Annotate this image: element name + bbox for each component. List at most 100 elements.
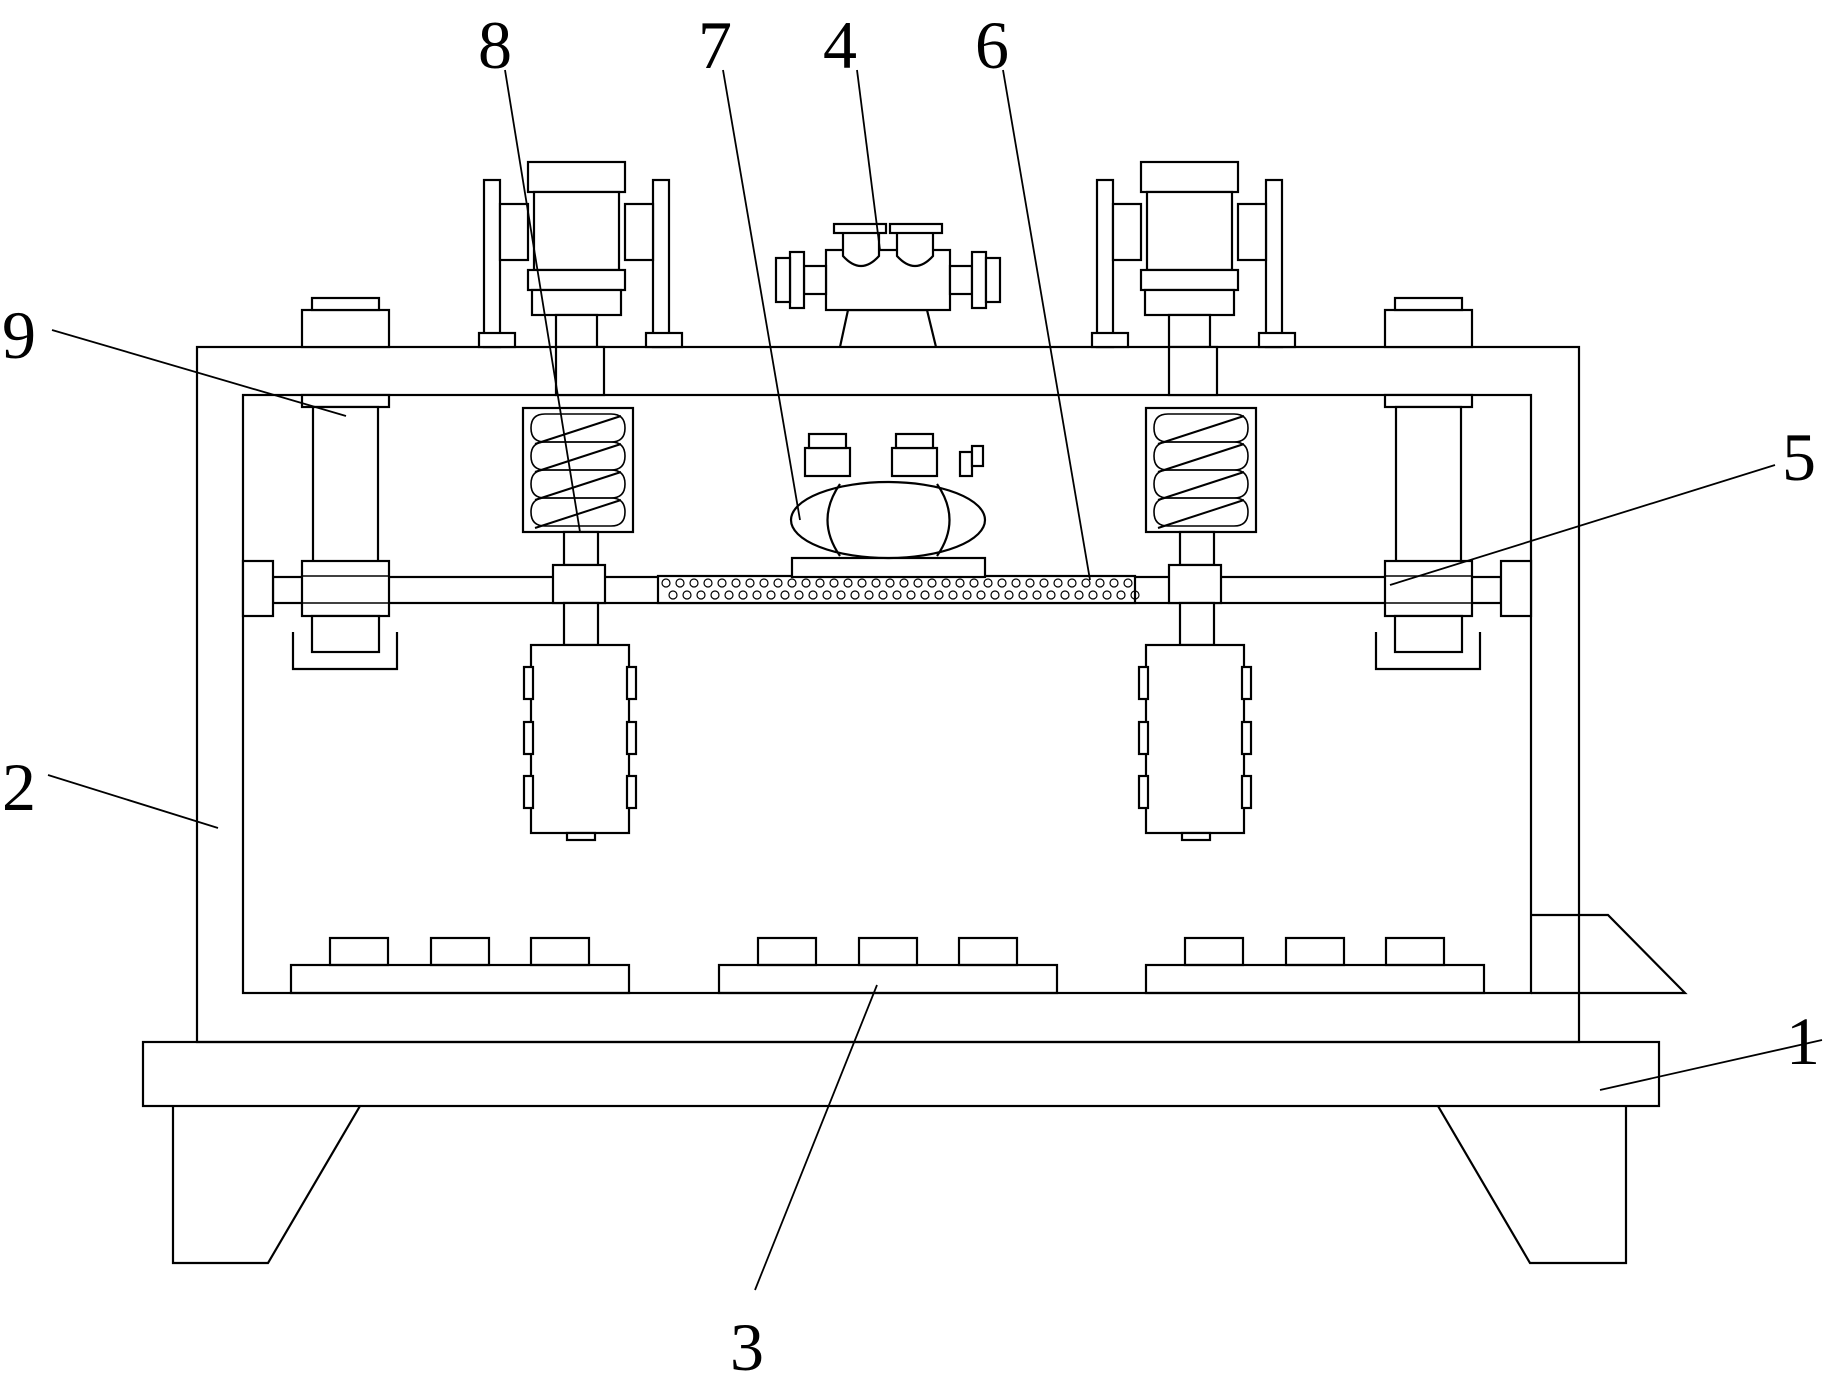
screen-hole [1095,578,1105,588]
base-plate [141,1040,1661,1108]
screen-hole [892,590,902,600]
bottom-block-left [289,936,631,995]
left-motor-assembly [477,160,684,397]
screen-hole [1060,590,1070,600]
spring-coil [1153,469,1249,499]
screen-hole [836,590,846,600]
spring-wire [1157,471,1245,501]
bottom-block-right [1144,936,1486,995]
screen-hole [871,578,881,588]
screen-hole [780,590,790,600]
screen-hole [1046,590,1056,600]
spring-wire [534,443,622,473]
screen-hole [731,578,741,588]
screen-hole [1011,578,1021,588]
screen-hole [724,590,734,600]
screen-hole [675,578,685,588]
spring-coil [530,413,626,443]
callout-4: 4 [823,7,857,83]
screen-hole [759,578,769,588]
screen-hole [1032,590,1042,600]
spring-wire [1157,499,1245,529]
screen-hole [773,578,783,588]
screen-hole [969,578,979,588]
screen-hole [927,578,937,588]
screen-hole [682,590,692,600]
screen-hole [703,578,713,588]
left-cylinder [291,296,399,671]
screen-hole [913,578,923,588]
right-crusher-shaft [1137,530,1253,842]
screen-hole [983,578,993,588]
top-pump [774,222,1002,348]
screen-hole [1081,578,1091,588]
callout-8: 8 [478,7,512,83]
screen-hole [1088,590,1098,600]
spring-wire [1157,415,1245,445]
screen-hole [1116,590,1126,600]
discharge-chute [1531,913,1688,995]
bottom-block-center [717,936,1059,995]
screen-hole [815,578,825,588]
screen-hole [808,590,818,600]
screen-hole [941,578,951,588]
screen-hole [864,590,874,600]
screen-hole [717,578,727,588]
callout-leaders [47,69,1823,1291]
screen-hole [794,590,804,600]
screen-hole [997,578,1007,588]
screen-hole [1074,590,1084,600]
vibrating-motor [789,432,987,579]
spring-wire [1157,443,1245,473]
screen-hole [1053,578,1063,588]
screen-hole [787,578,797,588]
screen-hole [920,590,930,600]
spring-wire [534,471,622,501]
right-foot [1437,1105,1628,1265]
screen-hole [745,578,755,588]
screen-hole [1067,578,1077,588]
screen-hole [976,590,986,600]
spring-coil [530,469,626,499]
screen-hole [668,590,678,600]
callout-7: 7 [698,7,732,83]
screen-hole [1039,578,1049,588]
screen-hole [696,590,706,600]
callout-labels: 1 2 3 4 5 6 7 8 9 [2,7,1820,1375]
screen-hole [1004,590,1014,600]
spring-coil [1153,413,1249,443]
screen-hole [906,590,916,600]
screen-hole [829,578,839,588]
right-spring-housing [1144,406,1258,534]
callout-5: 5 [1782,419,1816,495]
callout-2: 2 [2,749,36,825]
screen-hole [843,578,853,588]
screen-hole [955,578,965,588]
spring-coil [1153,497,1249,527]
screen-hole [1130,590,1140,600]
screen-hole [822,590,832,600]
spring-wire [534,415,622,445]
right-cylinder [1374,296,1482,671]
screen-hole [661,578,671,588]
callout-9: 9 [2,297,36,373]
left-foot [171,1105,361,1265]
callout-6: 6 [975,7,1009,83]
screen-hole [1109,578,1119,588]
screen-hole [766,590,776,600]
screen-hole [1102,590,1112,600]
screen-hole [878,590,888,600]
screen-hole [934,590,944,600]
screen-hole [738,590,748,600]
callout-3: 3 [730,1309,764,1375]
spring-coil [530,497,626,527]
screen-hole [850,590,860,600]
screen-hole [801,578,811,588]
spring-wire [534,499,622,529]
screen-hole [1025,578,1035,588]
screen-hole [689,578,699,588]
right-motor-assembly [1090,160,1297,397]
screen-hole [1018,590,1028,600]
